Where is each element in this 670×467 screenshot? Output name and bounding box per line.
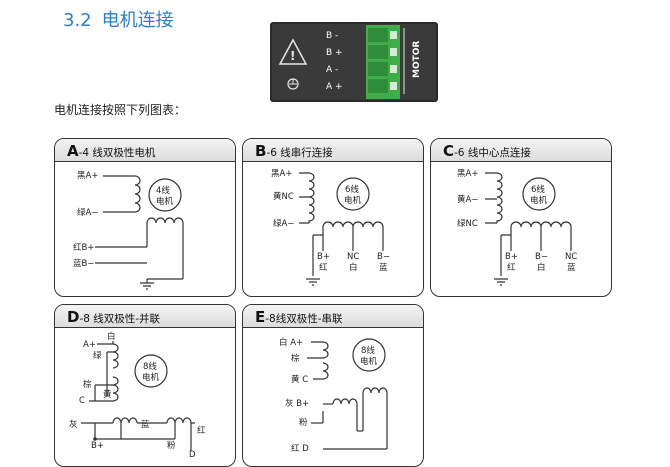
intro-text: 电机连接按照下列图表： — [54, 103, 187, 117]
svg-text:电机: 电机 — [530, 195, 548, 206]
wire-label-white: 白 — [107, 331, 116, 342]
section-number: 3.2 — [63, 10, 92, 31]
panel-e-8wire-series: E-8线双极性-串联 白 A+ 棕 黄 C 灰 B+ 粉 红 D 8线 电机 — [242, 304, 424, 467]
ground-icon — [494, 278, 508, 286]
wire-label-black-a-plus: 黑A+ — [271, 169, 292, 179]
wire-label-green-a-minus: 绿A− — [273, 218, 294, 229]
wire-label-green-a-minus: 绿A− — [77, 207, 98, 218]
panel-e-header: E-8线双极性-串联 — [255, 308, 343, 326]
pin-label-b-plus: B + — [326, 48, 343, 58]
wire-label-blue-b-minus: 蓝B− — [73, 258, 94, 269]
motor-label-e: 8线 — [361, 345, 375, 356]
svg-text:电机: 电机 — [142, 372, 160, 383]
wire-label-blue: 蓝 — [379, 262, 388, 273]
wire-label-yellow-c: 黄 C — [291, 374, 308, 385]
pin-label-a-plus: A + — [326, 82, 343, 92]
svg-text:电机: 电机 — [360, 356, 378, 367]
panel-a-4wire-bipolar: A-4 线双极性电机 黑A+ 绿A− 红B+ 蓝B− 4线 电机 — [54, 138, 236, 297]
wire-label-pink: 粉 — [167, 440, 176, 451]
svg-text:电机: 电机 — [156, 196, 174, 207]
wire-label-yellow-nc: 黄NC — [273, 191, 294, 202]
panel-c-6wire-center-tap: C-6 线中心点连接 黑A+ 黄A− 绿NC 6线 电机 B+ 红 B− 白 N… — [430, 138, 612, 297]
wire-label-gray: 灰 — [69, 419, 78, 430]
wire-label-black-a-plus: 黑A+ — [457, 169, 478, 179]
section-heading: 电机连接 — [101, 10, 174, 31]
wire-label-black-a-plus: 黑A+ — [77, 171, 98, 181]
wire-label-blue: 蓝 — [141, 419, 150, 430]
wire-label-brown: 棕 — [83, 379, 92, 390]
wire-label-green-nc: 绿NC — [457, 218, 478, 229]
motor-terminal-image: ! B - B + A - A + MOTOR — [270, 22, 438, 102]
junction-dot — [93, 437, 97, 441]
ground-icon — [287, 78, 299, 90]
motor-label-a: 4线 — [156, 185, 170, 196]
pin-label-b-minus: B - — [326, 31, 338, 41]
wire-label-blue: 蓝 — [567, 262, 576, 273]
wire-label-nc: NC — [347, 252, 359, 262]
wire-label-b-plus: B+ — [91, 441, 104, 451]
panel-b-header: B-6 线串行连接 — [255, 142, 333, 160]
wire-label-yellow-a-minus: 黄A− — [457, 194, 478, 205]
wire-label-white: 白 — [349, 262, 358, 273]
wire-label-nc: NC — [565, 252, 577, 262]
panel-d-header: D-8 线双极性-并联 — [67, 308, 161, 326]
wire-label-c: C — [79, 396, 85, 406]
motor-label-b: 6线 — [345, 184, 359, 195]
wire-label-green: 绿 — [93, 350, 102, 361]
wire-label-red-d: 红 D — [291, 443, 309, 454]
wire-label-brown: 棕 — [291, 353, 300, 364]
panel-a-header: A-4 线双极性电机 — [67, 142, 156, 160]
wire-label-white: 白 — [537, 262, 546, 273]
wire-label-pink: 粉 — [299, 417, 308, 428]
wire-label-b-minus: B− — [535, 252, 548, 262]
ground-icon — [140, 282, 154, 290]
motor-label-d: 8线 — [143, 361, 157, 372]
pin-label-a-minus: A - — [326, 65, 338, 75]
wire-label-b-plus: B+ — [505, 252, 518, 262]
motor-label: MOTOR — [412, 41, 422, 78]
wire-label-red: 红 — [197, 425, 206, 436]
warning-icon: ! — [278, 38, 308, 65]
ground-icon — [306, 278, 320, 286]
wire-label-white-a-plus: 白 A+ — [279, 337, 303, 348]
wire-label-b-minus: B− — [377, 252, 390, 262]
wire-label-red-b-plus: 红B+ — [73, 242, 94, 253]
wire-label-gray-b-plus: 灰 B+ — [285, 398, 309, 409]
panel-c-header: C-6 线中心点连接 — [443, 142, 531, 160]
wire-label-a-plus: A+ — [83, 340, 96, 350]
wire-label-b-plus: B+ — [317, 252, 330, 262]
wire-label-red: 红 — [507, 262, 516, 273]
motor-label-c: 6线 — [531, 184, 545, 195]
wire-label-red: 红 — [319, 262, 328, 273]
wire-label-d: D — [189, 450, 196, 460]
svg-text:电机: 电机 — [344, 195, 362, 206]
panel-b-6wire-series: B-6 线串行连接 黑A+ 黄NC 绿A− 6线 电机 B+ 红 NC 白 B−… — [242, 138, 424, 297]
panel-d-8wire-parallel: D-8 线双极性-并联 A+ 白 绿 棕 黄 C 灰 B+ 蓝 粉 红 D 8线… — [54, 304, 236, 467]
svg-text:!: ! — [290, 49, 295, 63]
section-title: 3.2 电机连接 — [63, 6, 174, 32]
